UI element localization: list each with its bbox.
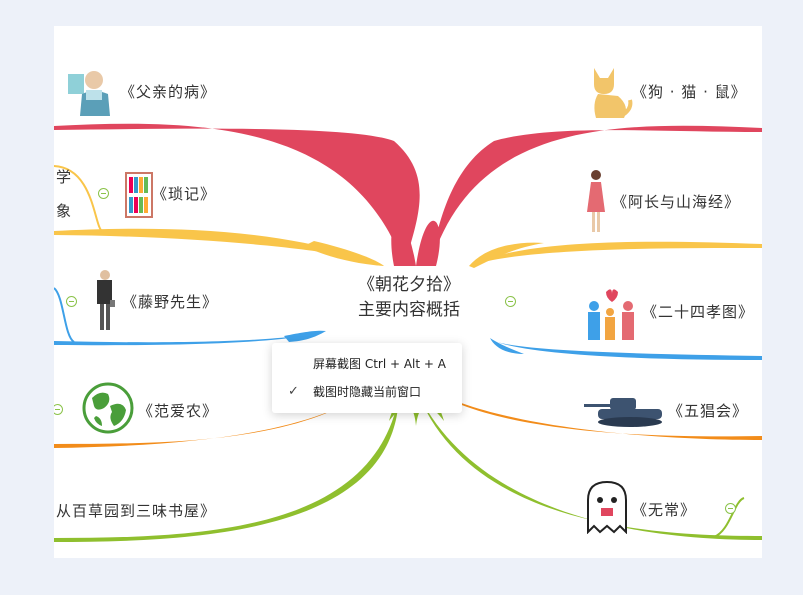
central-topic-title: 《朝花夕拾》 — [358, 275, 460, 295]
subline-tengye-blue — [54, 287, 75, 343]
central-topic-subtitle: 主要内容概括 — [358, 300, 460, 320]
menu-item-screenshot-label: 屏幕截图 Ctrl + Alt + A — [313, 357, 446, 371]
man-icon — [94, 268, 116, 338]
branch-red-center — [391, 220, 440, 266]
branch-fuqin — [54, 123, 420, 266]
branch-achang-tail — [469, 242, 544, 268]
central-topic[interactable]: 《朝花夕拾》 主要内容概括 — [339, 273, 479, 323]
truncated-text-2: 象 — [56, 202, 72, 220]
node-tengye[interactable]: 《藤野先生》 — [122, 293, 219, 311]
branch-baicaoyuan — [54, 396, 399, 542]
branch-achang — [469, 241, 762, 266]
node-fuqin[interactable]: 《父亲的病》 — [120, 83, 217, 101]
branch-ershisi-tail — [490, 338, 524, 354]
node-achang[interactable]: 《阿长与山海经》 — [612, 193, 741, 211]
node-wuchang[interactable]: 《无常》 — [632, 501, 697, 519]
tank-icon — [584, 392, 666, 432]
branch-tengye — [54, 331, 326, 346]
mindmap-branches — [54, 123, 762, 542]
node-wuchanghui[interactable]: 《五猖会》 — [668, 402, 749, 420]
globe-icon — [82, 382, 134, 438]
checkmark-icon: ✓ — [288, 384, 299, 399]
node-goumaoshu[interactable]: 《狗 · 猫 · 鼠》 — [632, 83, 747, 101]
menu-item-screenshot[interactable]: 屏幕截图 Ctrl + Alt + A — [272, 351, 462, 377]
cat-icon — [584, 64, 634, 124]
branch-ershisi — [494, 341, 762, 360]
subline-wuchang-green — [713, 497, 745, 538]
menu-item-hide-window-label: 截图时隐藏当前窗口 — [313, 385, 422, 399]
family-icon — [584, 286, 640, 346]
bookshelf-icon — [124, 163, 154, 223]
menu-item-hide-window[interactable]: ✓ 截图时隐藏当前窗口 — [272, 379, 462, 405]
collapse-button-wuchang[interactable] — [725, 503, 736, 514]
truncated-text-1: 学 — [56, 168, 72, 186]
branch-wuchanghui — [424, 386, 762, 440]
node-baicaoyuan[interactable]: 从百草园到三味书屋》 — [56, 502, 217, 520]
node-fanainong[interactable]: 《范爱农》 — [138, 402, 219, 420]
node-suoji[interactable]: 《琐记》 — [152, 185, 217, 203]
context-menu: 屏幕截图 Ctrl + Alt + A ✓ 截图时隐藏当前窗口 — [272, 343, 462, 413]
branch-tengye-tail — [284, 330, 326, 342]
collapse-button-fanainong[interactable] — [54, 404, 63, 415]
ghost-icon — [584, 478, 630, 538]
doctor-icon — [64, 64, 116, 120]
subline-suoji-yellow — [54, 165, 103, 232]
collapse-button-tengye[interactable] — [66, 296, 77, 307]
collapse-button-suoji[interactable] — [98, 188, 109, 199]
woman-icon — [584, 168, 608, 240]
mindmap-canvas[interactable]: 《朝花夕拾》 主要内容概括 学 象 《父亲的病》 《琐记》 — [54, 26, 762, 558]
collapse-button-right[interactable] — [505, 296, 516, 307]
branch-suoji-tail — [304, 241, 384, 266]
node-ershisi[interactable]: 《二十四孝图》 — [642, 303, 755, 321]
